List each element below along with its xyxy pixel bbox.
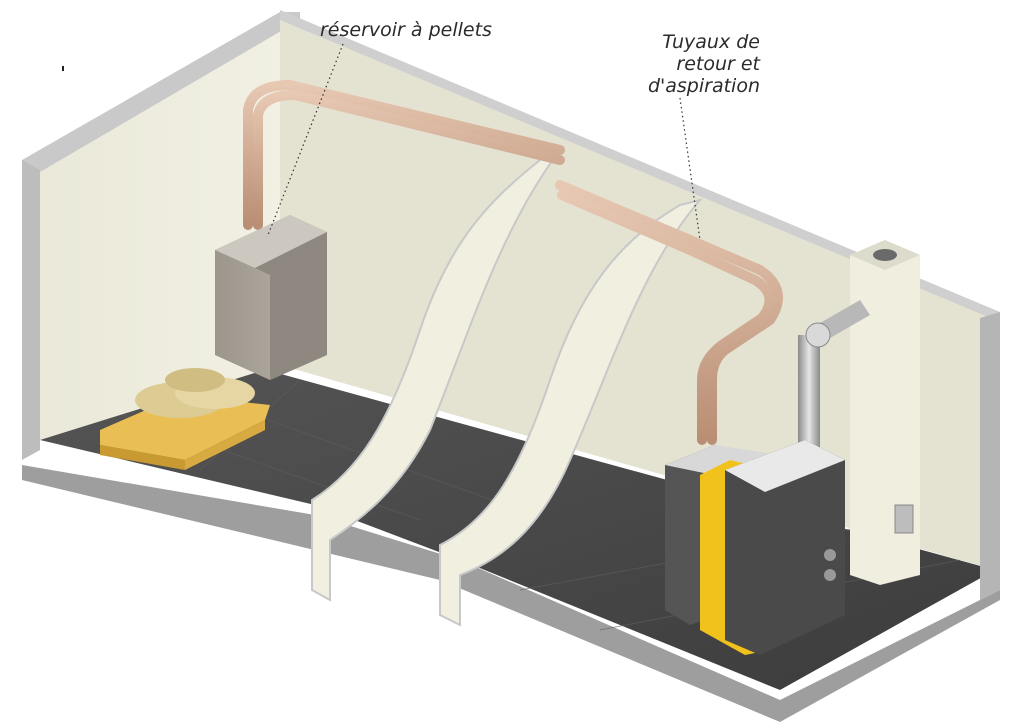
chimney	[850, 240, 920, 585]
stray-mark	[62, 66, 64, 71]
label-pellet-reservoir: réservoir à pellets	[320, 19, 492, 41]
room-base	[22, 465, 1000, 722]
label-pipes-line-3: d'aspiration	[647, 75, 760, 97]
pellet-hopper	[215, 215, 327, 380]
suction-pipes	[243, 80, 783, 445]
wood-pallet	[100, 395, 270, 470]
right-wall-edge	[980, 312, 1000, 600]
divider-wall-1	[311, 149, 561, 602]
left-wall	[22, 15, 280, 440]
left-wall-edge	[22, 160, 40, 460]
back-wall-top	[280, 10, 1000, 322]
label-pipes: Tuyaux de retour et d'aspiration	[600, 31, 760, 97]
flue-pipe	[798, 300, 870, 450]
label-pipes-line-1: Tuyaux de	[662, 31, 760, 53]
label-pipes-line-2: retour et	[676, 53, 760, 75]
left-wall-top	[22, 12, 300, 172]
pellet-boiler	[665, 440, 845, 655]
pellet-bags	[135, 368, 255, 418]
leader-lines	[267, 43, 701, 241]
divider-wall-2	[439, 198, 703, 627]
